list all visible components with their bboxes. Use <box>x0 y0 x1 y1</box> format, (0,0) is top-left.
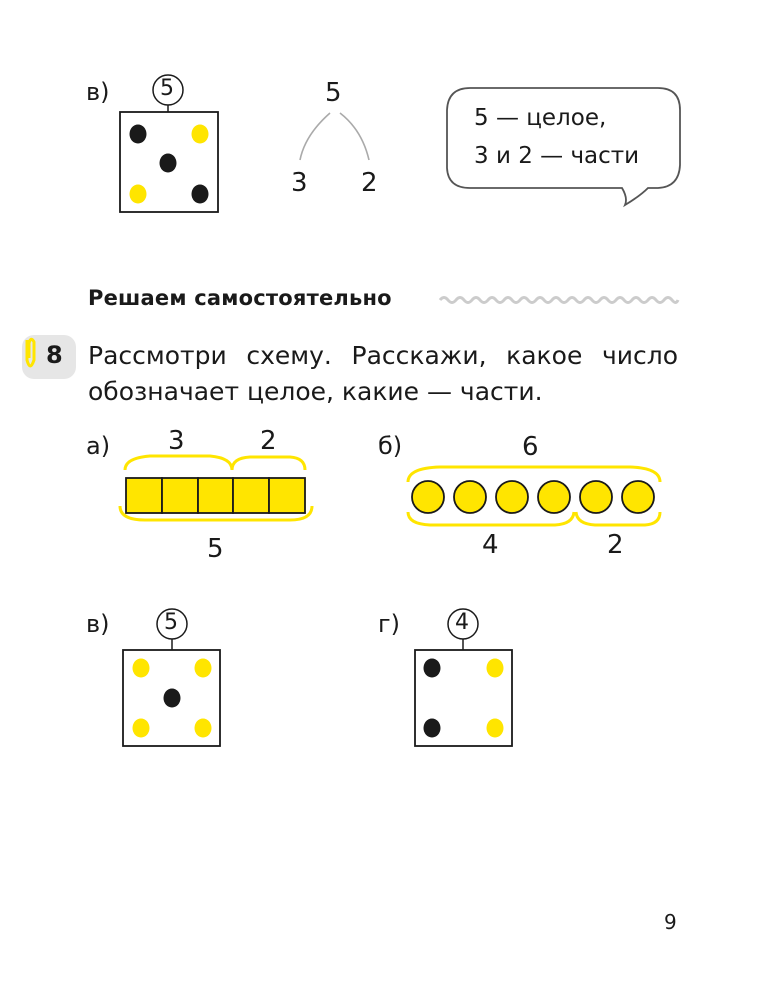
scheme-b-whole: 6 <box>522 432 539 462</box>
bubble-line-2: 3 и 2 — части <box>474 143 640 169</box>
brace-bottom-part2 <box>574 511 662 527</box>
scheme-a-part1: 3 <box>168 426 185 456</box>
brace-top-part2 <box>230 455 307 471</box>
task-number: 8 <box>46 341 63 369</box>
scheme-b-part1: 4 <box>482 530 499 560</box>
tree-branch-right <box>339 112 370 161</box>
section-heading: Решаем самостоятельно <box>88 286 392 310</box>
dot-black <box>163 688 181 708</box>
circle-number: 4 <box>455 610 469 635</box>
heading-wave-decoration <box>438 296 680 304</box>
dot-yellow <box>129 184 147 204</box>
brace-top-part1 <box>123 454 234 471</box>
scheme-a-part2: 2 <box>260 426 277 456</box>
task-text-line-1: Рассмотри схему. Расскажи, какое число <box>88 341 678 370</box>
dot-black <box>159 153 177 173</box>
brace-top-whole <box>406 465 662 483</box>
bar-cells <box>125 477 306 514</box>
dot-yellow <box>486 718 504 738</box>
tree-branch-left <box>299 112 331 161</box>
circle-number: 5 <box>164 610 178 635</box>
dot-black <box>423 718 441 738</box>
dot-yellow <box>191 124 209 144</box>
brace-bottom-part1 <box>406 511 576 527</box>
scheme-v-label: в) <box>86 610 110 638</box>
scheme-a-label: а) <box>86 432 111 460</box>
brace-bottom-whole <box>118 505 314 522</box>
page-number: 9 <box>664 910 677 934</box>
speech-bubble <box>446 87 681 208</box>
task-text-line-2: обозначает целое, какие — части. <box>88 377 543 406</box>
dot-yellow <box>132 658 150 678</box>
dot-yellow <box>194 718 212 738</box>
dot-black <box>191 184 209 204</box>
item-label: в) <box>86 78 110 106</box>
dot-yellow <box>194 658 212 678</box>
scheme-b-part2: 2 <box>607 530 624 560</box>
dot-black <box>129 124 147 144</box>
scheme-g-label: г) <box>378 610 400 638</box>
tree-whole: 5 <box>325 78 342 108</box>
tree-part-left: 3 <box>291 168 308 198</box>
circle-items <box>411 480 655 514</box>
dot-yellow <box>132 718 150 738</box>
bubble-line-1: 5 — целое, <box>474 105 607 131</box>
paperclip-icon <box>25 337 36 368</box>
dot-yellow <box>486 658 504 678</box>
dot-black <box>423 658 441 678</box>
scheme-a-whole: 5 <box>207 534 224 564</box>
tree-part-right: 2 <box>361 168 378 198</box>
circle-number: 5 <box>160 76 174 101</box>
scheme-b-label: б) <box>378 432 403 460</box>
